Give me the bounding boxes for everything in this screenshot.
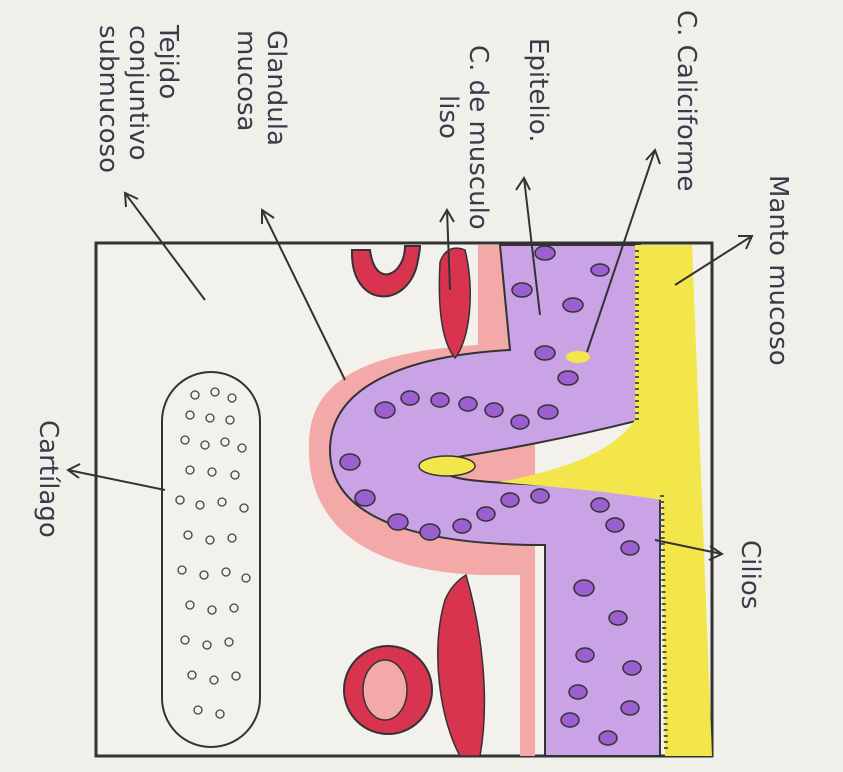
nucleus	[531, 489, 549, 503]
label-glandula-2: mucosa	[231, 30, 261, 132]
nucleus	[574, 580, 594, 596]
goblet-cell-secretion	[566, 351, 590, 363]
nucleus	[535, 246, 555, 260]
nucleus	[609, 611, 627, 625]
label-cilios: Cilios	[735, 540, 765, 609]
nucleus	[538, 405, 558, 419]
nucleus	[340, 454, 360, 470]
nucleus	[623, 661, 641, 675]
cartilage	[162, 372, 260, 747]
nucleus	[459, 397, 477, 411]
nucleus	[453, 519, 471, 533]
label-epitelio: Epitelio.	[523, 38, 553, 143]
nucleus	[558, 371, 578, 385]
label-cartilago: Cartílago	[33, 420, 63, 538]
nucleus	[606, 518, 624, 532]
nucleus	[511, 415, 529, 429]
nucleus	[576, 648, 594, 662]
blood-vessel-lumen	[363, 660, 407, 720]
nucleus	[477, 507, 495, 521]
label-tejido-3: submucoso	[93, 25, 123, 173]
arrowhead	[516, 178, 530, 190]
label-musculo-liso-2: liso	[433, 95, 463, 139]
nucleus	[621, 701, 639, 715]
label-manto-mucoso: Manto mucoso	[763, 175, 793, 366]
nucleus	[512, 283, 532, 297]
nucleus	[431, 393, 449, 407]
nucleus	[591, 498, 609, 512]
nucleus	[375, 402, 395, 418]
label-tejido-2: conjuntivo	[123, 25, 153, 161]
nucleus	[501, 493, 519, 507]
nucleus	[388, 514, 408, 530]
nucleus	[561, 713, 579, 727]
nucleus	[485, 403, 503, 417]
nucleus	[563, 298, 583, 312]
gland-lumen-mucus	[419, 456, 475, 476]
nucleus	[591, 264, 609, 276]
nucleus	[535, 346, 555, 360]
label-musculo-liso-1: C. de musculo	[463, 45, 493, 230]
nucleus	[420, 524, 440, 540]
nucleus	[401, 391, 419, 405]
nucleus	[355, 490, 375, 506]
label-glandula-1: Glandula	[261, 30, 291, 146]
label-c-caliciforme: C. Caliciforme	[671, 10, 701, 191]
nucleus	[569, 685, 587, 699]
label-tejido-1: Tejido	[153, 24, 183, 99]
nucleus	[621, 541, 639, 555]
nucleus	[599, 731, 617, 745]
